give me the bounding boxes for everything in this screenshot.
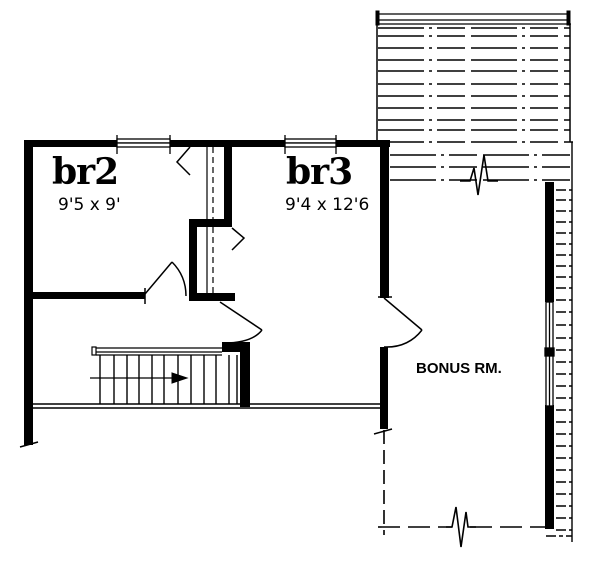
stairs: [33, 346, 380, 409]
room-name-bonus: BONUS RM.: [416, 360, 502, 377]
doors: [19, 146, 423, 448]
room-dimensions-br3: 9'4 x 12'6: [285, 195, 369, 215]
room-dimensions-br2: 9'5 x 9': [58, 195, 121, 215]
room-name-br2: br2: [52, 151, 118, 193]
break-line-bottom: [446, 506, 476, 548]
window-bonus: [544, 301, 555, 407]
bonus-boundary: [378, 430, 548, 548]
walls: [24, 140, 554, 529]
roof-hatch-area: [375, 10, 573, 542]
room-name-br3: br3: [286, 151, 352, 193]
closet-rods: [206, 147, 214, 293]
break-line-top: [460, 154, 498, 196]
stair-arrow-icon: [171, 372, 189, 384]
window-br3: [284, 135, 337, 154]
window-br2: [116, 135, 171, 154]
